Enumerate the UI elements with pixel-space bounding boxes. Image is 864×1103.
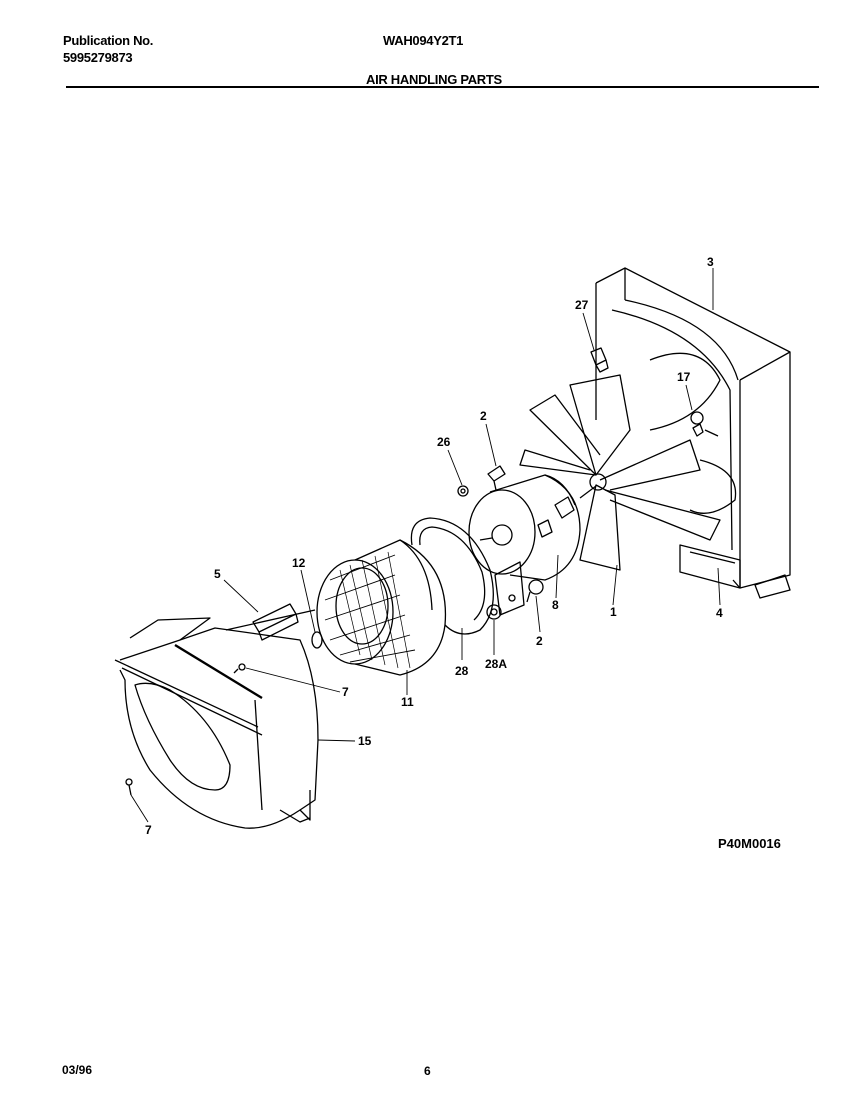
callout-1: 1	[610, 605, 617, 619]
retainer-clip	[590, 347, 609, 373]
callout-4: 4	[716, 606, 723, 620]
model-number: WAH094Y2T1	[383, 33, 464, 48]
figure-id: P40M0016	[718, 836, 781, 851]
callout-8: 8	[552, 598, 559, 612]
callout-2-lower: 2	[536, 634, 543, 648]
housing-screw-lower	[125, 778, 133, 796]
callout-7-lower: 7	[145, 823, 152, 837]
callout-28a: 28A	[485, 657, 507, 671]
leader-lines	[130, 268, 721, 823]
orifice-ring	[410, 517, 494, 635]
callout-3: 3	[707, 255, 714, 269]
publication-label: Publication No.	[63, 33, 154, 48]
callout-2-upper: 2	[480, 409, 487, 423]
section-title: AIR HANDLING PARTS	[366, 72, 502, 87]
callout-17: 17	[677, 370, 691, 384]
grommet-26	[457, 485, 469, 497]
blower-wheel	[316, 539, 447, 676]
publication-number: 5995279873	[63, 50, 133, 65]
callout-7-upper: 7	[342, 685, 349, 699]
clamp-17	[690, 411, 719, 437]
housing-screw-upper	[233, 663, 246, 674]
callout-28: 28	[455, 664, 469, 678]
footer-page-number: 6	[424, 1064, 431, 1078]
callout-5: 5	[214, 567, 221, 581]
callout-11: 11	[401, 695, 414, 709]
motor-screw-upper	[487, 465, 506, 491]
motor-screw-lower	[526, 579, 544, 603]
fan-motor	[468, 474, 597, 616]
callout-27: 27	[575, 298, 589, 312]
shroud-housing	[595, 267, 791, 599]
scroll-housing	[114, 609, 319, 829]
header-rule	[66, 86, 819, 88]
callout-15: 15	[358, 734, 372, 748]
callout-12: 12	[292, 556, 306, 570]
callout-26: 26	[437, 435, 451, 449]
tie-ring	[311, 631, 323, 649]
footer-date: 03/96	[62, 1063, 93, 1077]
fan-blade	[519, 352, 737, 571]
